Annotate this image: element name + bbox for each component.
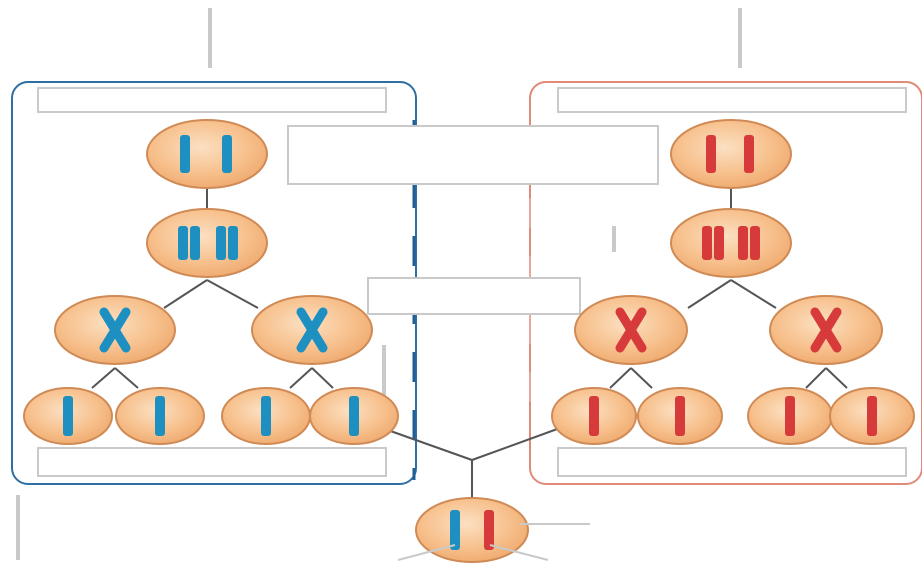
- connectors: [91, 188, 848, 500]
- right-panel: [529, 81, 922, 485]
- cell-left-meiosis1-b: [251, 295, 373, 365]
- left-panel-bottom-label-box: [37, 447, 387, 477]
- cell-right-replicated: [670, 208, 792, 278]
- cell-left-replicated: [146, 208, 268, 278]
- cell-right-gamete-3: [747, 387, 833, 445]
- right-panel-bottom-label-box: [557, 447, 907, 477]
- cell-left-gamete-1: [23, 387, 113, 445]
- cell-right-gamete-2: [637, 387, 723, 445]
- cell-left-gamete-3: [221, 387, 311, 445]
- cell-right-diploid: [670, 119, 792, 189]
- leader-zygote-right-chrom: [489, 544, 549, 561]
- cell-left-diploid: [146, 119, 268, 189]
- left-panel-top-label-box: [37, 87, 387, 113]
- leader-zygote-left-chrom: [397, 544, 456, 561]
- cell-left-meiosis1-a: [54, 295, 176, 365]
- cell-zygote: [415, 497, 529, 563]
- cell-right-meiosis1-b: [769, 295, 883, 365]
- cell-right-gamete-1: [551, 387, 637, 445]
- right-panel-top-label-box: [557, 87, 907, 113]
- middle-label-box-upper: [287, 125, 659, 185]
- middle-label-box-lower: [367, 277, 581, 315]
- cell-right-gamete-4: [829, 387, 915, 445]
- cell-left-gamete-2: [115, 387, 205, 445]
- cell-left-gamete-4: [309, 387, 399, 445]
- cell-right-meiosis1-a: [574, 295, 688, 365]
- left-panel: [11, 81, 417, 485]
